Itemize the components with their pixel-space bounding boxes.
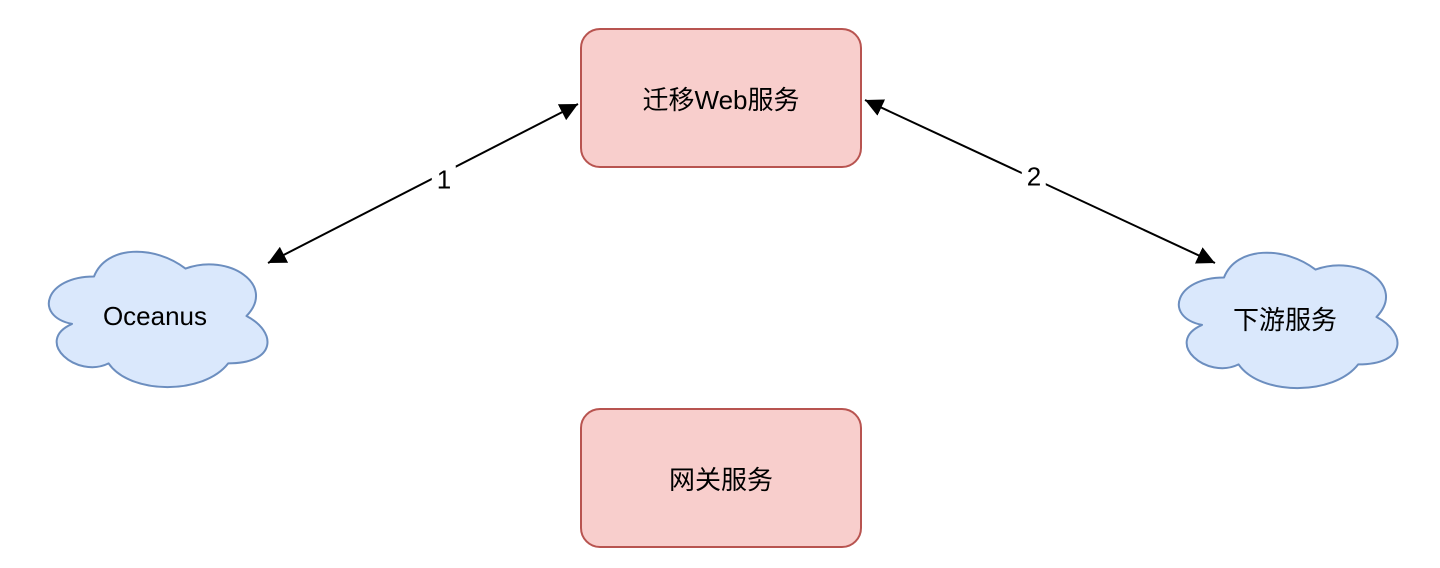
edge-2-label-text: 2 bbox=[1026, 161, 1042, 192]
node-migration-web-service: 迁移Web服务 bbox=[580, 28, 862, 168]
node-migration-web-service-label: 迁移Web服务 bbox=[642, 84, 800, 115]
edge-1-label-text: 1 bbox=[436, 164, 452, 195]
node-gateway-service-label: 网关服务 bbox=[668, 464, 773, 495]
edge-1-label: 1 bbox=[431, 164, 457, 195]
cloud-shape-downstream-service bbox=[1177, 251, 1399, 389]
cloud-shape-oceanus bbox=[47, 250, 269, 388]
edge-oceanus-migration-web-service bbox=[267, 103, 579, 264]
node-gateway-service: 网关服务 bbox=[580, 408, 862, 548]
edge-2-label: 2 bbox=[1021, 161, 1047, 192]
